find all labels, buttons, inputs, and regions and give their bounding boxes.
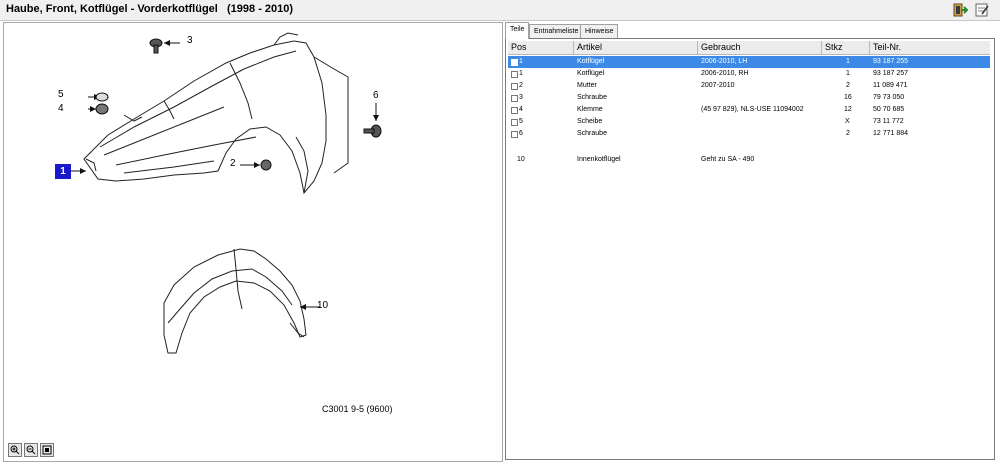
zoom-fit-icon[interactable] xyxy=(40,443,54,457)
table-row[interactable]: 10 Innenkotflügel Geht zu SA - 490 xyxy=(508,154,990,166)
col-gebrauch[interactable]: Gebrauch xyxy=(698,41,822,54)
cell-stkz: 16 xyxy=(844,94,852,101)
callout-3[interactable]: 3 xyxy=(187,35,193,46)
callout-leaders xyxy=(70,42,377,308)
table-row[interactable]: 2 Mutter 2007-2010 2 11 089 471 xyxy=(508,80,990,92)
cell-teilnr: 11 089 471 xyxy=(873,82,908,89)
hardware-parts xyxy=(95,38,382,171)
tab-entnahmeliste[interactable]: Entnahmeliste xyxy=(529,24,584,39)
table-row[interactable]: 4 Klemme (45 97 829), NLS-USE 11094002 1… xyxy=(508,104,990,116)
cell-stkz: 2 xyxy=(846,130,850,137)
cell-pos: 4 xyxy=(519,106,523,113)
row-checkbox[interactable] xyxy=(511,107,518,114)
cell-pos: 5 xyxy=(519,118,523,125)
title-bar: Haube, Front, Kotflügel - Vorderkotflüge… xyxy=(0,0,1000,21)
row-checkbox[interactable] xyxy=(511,131,518,138)
col-pos[interactable]: Pos xyxy=(508,41,574,54)
cell-artikel: Mutter xyxy=(577,82,597,89)
cell-gebrauch: 2006-2010, RH xyxy=(701,70,749,77)
cell-teilnr: 79 73 050 xyxy=(873,94,905,101)
callout-1-selected[interactable]: 1 xyxy=(55,164,71,179)
note-icon[interactable] xyxy=(974,2,990,18)
col-stkz[interactable]: Stkz xyxy=(822,41,870,54)
cell-teilnr: 93 187 255 xyxy=(873,58,909,65)
fender-drawing xyxy=(83,32,349,195)
callout-4[interactable]: 4 xyxy=(58,103,64,114)
inner-fender-drawing xyxy=(163,248,307,354)
cell-gebrauch: Geht zu SA - 490 xyxy=(701,156,755,163)
cell-pos: 2 xyxy=(519,82,523,89)
parts-table: Pos Artikel Gebrauch Stkz Teil-Nr. 1 Kot… xyxy=(505,38,995,460)
parts-diagram xyxy=(70,32,382,354)
cell-pos: 3 xyxy=(519,94,523,101)
cell-pos: 1 xyxy=(519,70,523,77)
diagram-caption: C3001 9-5 (9600) xyxy=(322,404,393,414)
cell-artikel: Schraube xyxy=(577,130,607,137)
row-checkbox[interactable] xyxy=(511,71,518,78)
diagram-panel: 3 5 4 6 2 10 1 C3001 9-5 (9600) xyxy=(3,22,503,462)
cell-artikel: Innenkotflügel xyxy=(577,156,621,163)
cell-pos: 1 xyxy=(519,58,523,65)
row-checkbox[interactable] xyxy=(511,59,518,66)
callout-6[interactable]: 6 xyxy=(373,90,379,101)
cell-artikel: Scheibe xyxy=(577,118,603,125)
row-checkbox[interactable] xyxy=(511,119,518,126)
row-checkbox[interactable] xyxy=(511,95,518,102)
tab-teile[interactable]: Teile xyxy=(505,22,530,39)
callout-2[interactable]: 2 xyxy=(230,158,236,169)
cell-stkz: 12 xyxy=(844,106,852,113)
table-row[interactable]: 1 Kotflügel 2006-2010, RH 1 93 187 257 xyxy=(508,68,990,80)
cell-gebrauch: 2006-2010, LH xyxy=(701,58,748,65)
table-row[interactable]: 5 Scheibe X 73 11 772 xyxy=(508,116,990,128)
table-header: Pos Artikel Gebrauch Stkz Teil-Nr. xyxy=(508,41,990,55)
cell-stkz: 1 xyxy=(846,70,850,77)
cell-gebrauch: (45 97 829), NLS-USE 11094002 xyxy=(701,106,804,113)
cell-gebrauch: 2007-2010 xyxy=(701,82,735,89)
table-row[interactable]: 1 Kotflügel 2006-2010, LH 1 93 187 255 xyxy=(508,56,990,68)
zoom-out-icon[interactable] xyxy=(24,443,38,457)
col-artikel[interactable]: Artikel xyxy=(574,41,698,54)
cell-pos: 10 xyxy=(517,156,525,163)
cell-stkz: 2 xyxy=(846,82,850,89)
tab-hinweise[interactable]: Hinweise xyxy=(580,24,619,39)
cell-artikel: Schraube xyxy=(577,94,607,101)
cell-artikel: Kotflügel xyxy=(577,70,605,77)
callout-5[interactable]: 5 xyxy=(58,89,64,100)
exit-icon[interactable] xyxy=(952,2,969,18)
cell-stkz: X xyxy=(845,118,850,125)
col-teilnr[interactable]: Teil-Nr. xyxy=(873,42,902,52)
table-row[interactable]: 3 Schraube 16 79 73 050 xyxy=(508,92,990,104)
table-row[interactable]: 6 Schraube 2 12 771 884 xyxy=(508,128,990,140)
cell-artikel: Klemme xyxy=(577,106,603,113)
cell-teilnr: 50 70 685 xyxy=(873,106,905,113)
callout-10[interactable]: 10 xyxy=(317,300,329,311)
row-checkbox[interactable] xyxy=(511,83,518,90)
parts-list-panel: Teile Entnahmeliste Hinweise Pos Artikel… xyxy=(505,22,997,460)
cell-teilnr: 73 11 772 xyxy=(873,118,904,125)
cell-stkz: 1 xyxy=(846,58,850,65)
cell-artikel: Kotflügel xyxy=(577,58,605,65)
cell-teilnr: 93 187 257 xyxy=(873,70,909,77)
cell-teilnr: 12 771 884 xyxy=(873,130,909,137)
callout-arrowheads xyxy=(80,40,379,310)
cell-pos: 6 xyxy=(519,130,523,137)
window-title: Haube, Front, Kotflügel - Vorderkotflüge… xyxy=(6,3,294,15)
zoom-in-icon[interactable] xyxy=(8,443,22,457)
